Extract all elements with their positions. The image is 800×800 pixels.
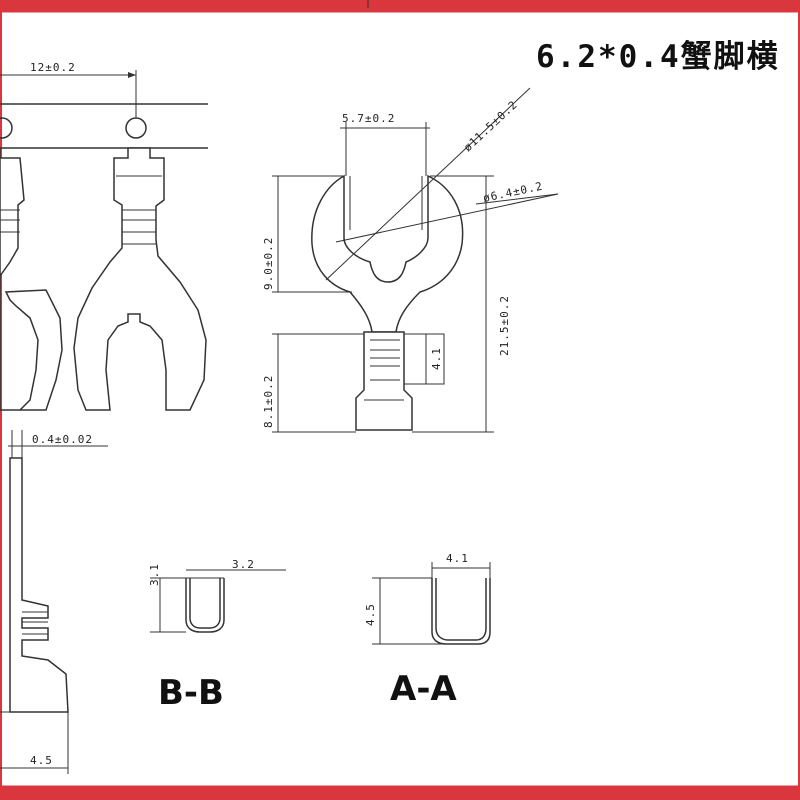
outer-diameter-leader bbox=[325, 87, 531, 281]
pitch-label: 12±0.2 bbox=[30, 61, 76, 74]
aa-width-label: 4.1 bbox=[446, 552, 469, 565]
frame-left-border bbox=[0, 0, 2, 800]
frame-bottom-border bbox=[0, 786, 800, 800]
crimp-segment-label: 4.1 bbox=[430, 347, 443, 370]
frame-inner-border bbox=[0, 12, 800, 786]
ring-outline bbox=[311, 174, 464, 333]
ring-height-label: 9.0±0.2 bbox=[262, 237, 275, 290]
side-width-label: 4.5 bbox=[30, 754, 53, 767]
segment-dim-box bbox=[425, 333, 445, 385]
crimp-length-label: 8.1±0.2 bbox=[262, 375, 275, 428]
strip-terminal-right bbox=[73, 147, 207, 411]
pitch-arrow bbox=[128, 72, 136, 78]
side-view: 0.4±0.02 4.5 bbox=[0, 430, 108, 774]
section-bb-label: B-B bbox=[158, 673, 224, 713]
drawing-title: 6.2*0.4蟹脚横 bbox=[536, 39, 780, 75]
thickness-label: 0.4±0.02 bbox=[32, 433, 93, 446]
pilot-hole-right bbox=[125, 117, 147, 139]
bb-height-label: 3.1 bbox=[148, 563, 161, 586]
inner-diameter-shelf bbox=[475, 193, 559, 205]
frame-top-border bbox=[0, 0, 800, 12]
section-aa: 4.1 4.5 A-A bbox=[364, 552, 491, 709]
frame-right-border bbox=[798, 0, 800, 800]
inner-diameter-label: ø6.4±0.2 bbox=[482, 180, 544, 205]
bb-profile bbox=[185, 578, 225, 633]
side-profile bbox=[9, 457, 69, 713]
inner-diameter-leader bbox=[335, 193, 559, 243]
bb-width-label: 3.2 bbox=[232, 558, 255, 571]
outer-diameter-label: ø11.5±0.2 bbox=[461, 98, 520, 154]
section-aa-label: A-A bbox=[390, 669, 457, 709]
aa-height-label: 4.5 bbox=[364, 603, 377, 626]
main-view: 5.7±0.2 ø11.5±0.2 ø6.4±0.2 9.0±0.2 21.5±… bbox=[262, 87, 559, 433]
slot-width-label: 5.7±0.2 bbox=[342, 112, 395, 125]
strip-view: 12±0.2 bbox=[0, 61, 208, 411]
section-bb: 3.1 3.2 B-B bbox=[148, 558, 286, 713]
total-length-label: 21.5±0.2 bbox=[498, 295, 511, 356]
strip-terminal-left bbox=[0, 148, 63, 411]
crimp-barrel bbox=[355, 331, 413, 431]
pilot-hole-left bbox=[0, 117, 13, 139]
aa-profile bbox=[431, 578, 491, 645]
